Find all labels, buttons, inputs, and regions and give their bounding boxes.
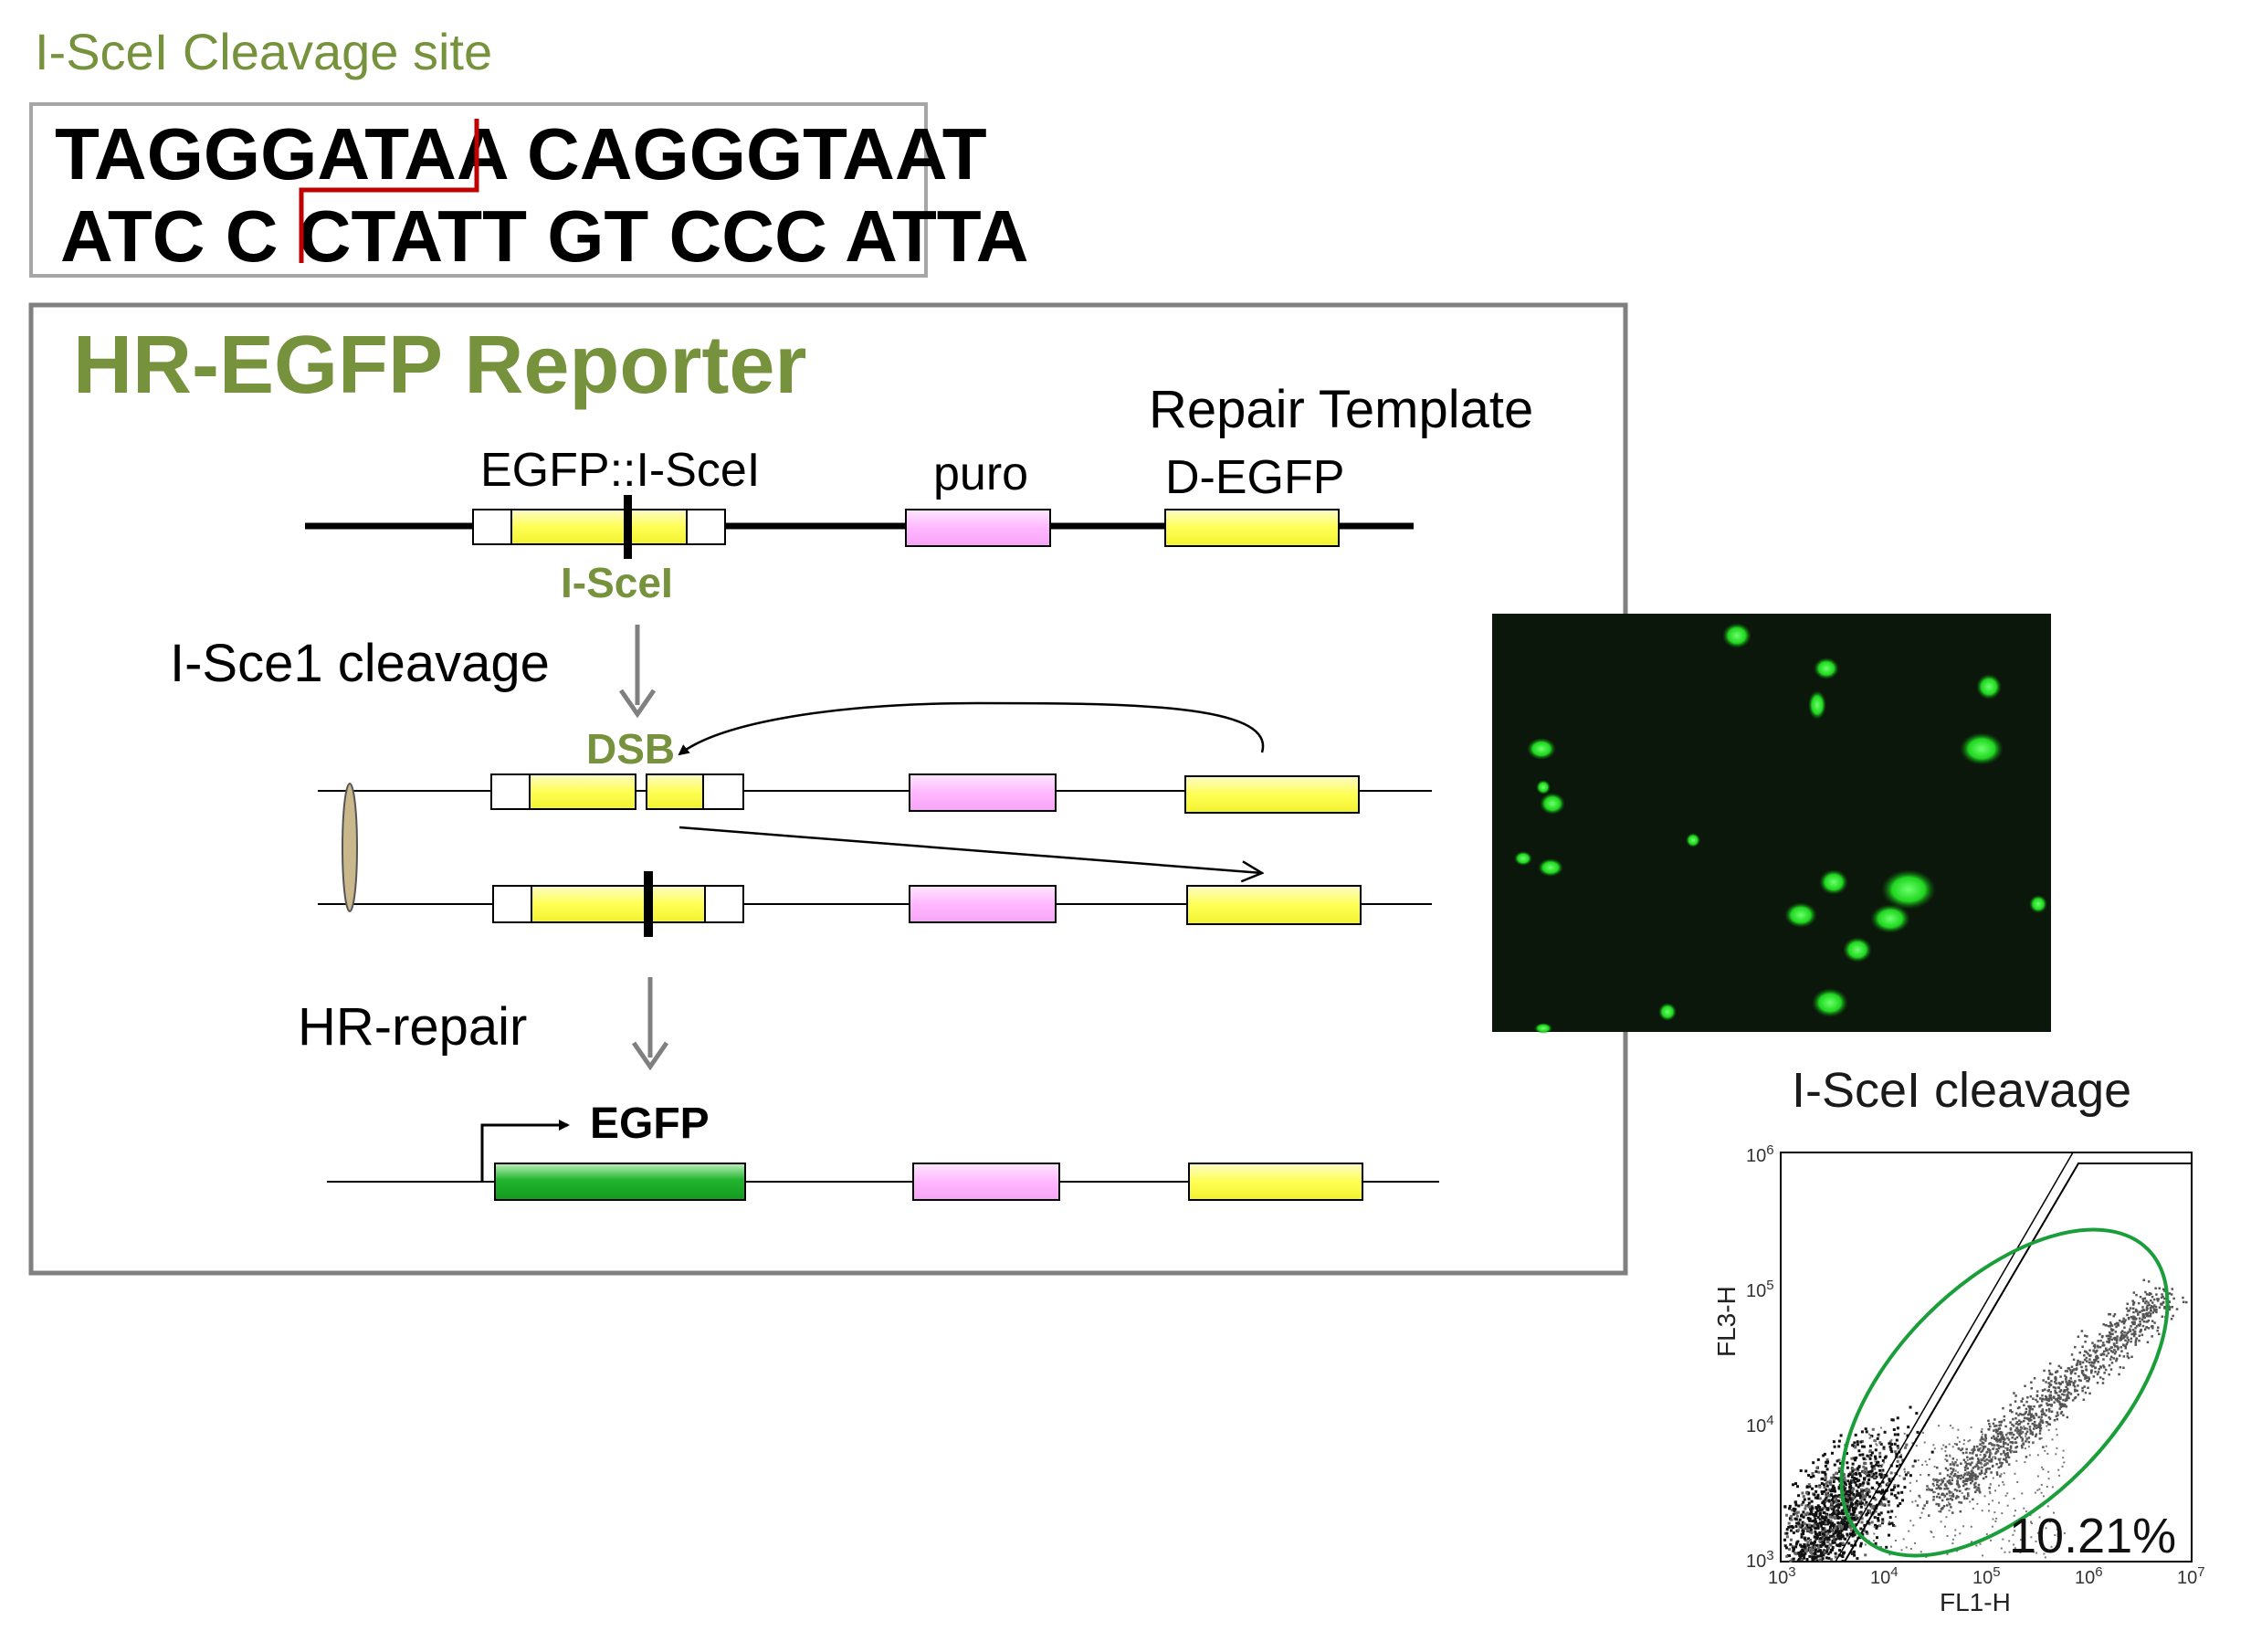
gfp-cell (1658, 1003, 1677, 1021)
gfp-cell (1814, 658, 1839, 679)
egfp-isce-label: EGFP::I-SceI (480, 444, 760, 497)
d-egfp-gene-box-4 (1188, 1163, 1363, 1201)
x-tick-label: 106 (2075, 1564, 2103, 1588)
x-axis-label: FL1-H (1940, 1588, 2011, 1616)
strand-invasion-arrow (678, 701, 1265, 756)
egfp-isce-gene-box (510, 509, 688, 545)
functional-egfp-box (494, 1163, 746, 1201)
gfp-cell (1843, 937, 1872, 963)
repair-template-label: Repair Template (1149, 380, 1533, 439)
repaired-locus (327, 1120, 1439, 1201)
gfp-cell (2029, 895, 2047, 913)
template-copy-arrow (678, 826, 1262, 873)
puro-gene-box-3 (909, 885, 1057, 923)
gfp-cell (1819, 869, 1848, 895)
gate-percent: 10.21% (2009, 1509, 2176, 1563)
puro-gene-box-4 (912, 1163, 1060, 1201)
cleavage-step-label: I-Sce1 cleavage (170, 634, 550, 693)
gfp-cell (1881, 869, 1936, 910)
gfp-cell (1527, 738, 1556, 760)
diagonal-gate (1844, 1163, 2192, 1563)
gfp-cell (1812, 988, 1848, 1017)
x-tick-label: 103 (1768, 1564, 1796, 1588)
sister-chromatid (318, 871, 1432, 937)
x-tick-label: 104 (1870, 1564, 1899, 1588)
y-axis-label: FL3-H (1712, 1286, 1741, 1357)
micrograph-background (1492, 614, 2051, 1032)
d-egfp-gene-box-2 (1184, 775, 1360, 814)
fluorescence-micrograph (1492, 614, 2051, 1034)
d-egfp-gene-box (1164, 509, 1340, 547)
isce-site-marker (624, 495, 632, 559)
cleavage-step-arrow (618, 625, 657, 719)
x-tick-label: 105 (1972, 1564, 2001, 1588)
gfp-cell (1784, 902, 1817, 928)
cohesin-ellipse (342, 783, 358, 912)
gfp-cell (1722, 623, 1751, 648)
gfp-cell (1540, 793, 1565, 815)
gfp-cell (1870, 904, 1910, 933)
d-egfp-label: D-EGFP (1165, 451, 1344, 504)
egfp-label: EGFP (590, 1100, 710, 1148)
dsb-label: DSB (586, 725, 675, 773)
puro-gene-box-2 (909, 773, 1057, 812)
y-tick-label: 104 (1746, 1413, 1774, 1436)
reporter-title: HR-EGFP Reporter (73, 320, 806, 411)
gfp-positive-gate (1839, 1227, 2170, 1558)
gfp-cell (1808, 690, 1826, 720)
gfp-cell (1686, 833, 1700, 847)
facs-title: I-SceI cleavage (1792, 1063, 2131, 1118)
gfp-positive-cells (1514, 623, 2047, 1034)
d-egfp-gene-box-3 (1186, 885, 1362, 925)
bottom-strand-sequence: ATC C CTATT GT CCC ATTA (60, 195, 1029, 277)
y-tick-label: 105 (1746, 1278, 1774, 1301)
sequence-box (29, 102, 928, 278)
x-axis-ticks: 103 104 105 106 107 (1768, 1564, 2205, 1588)
reporter-construct: EGFP::I-SceI puro Repair Template D-EGFP… (305, 380, 1533, 606)
top-strand-sequence: TAGGGATAA CAGGGTAAT (55, 113, 987, 195)
isce-site-label: I-SceI (561, 559, 673, 606)
cleaved-chromatid (318, 773, 1432, 814)
gfp-cell (1536, 780, 1551, 794)
gfp-cell (1534, 1023, 1552, 1034)
isce-site-marker-2 (644, 871, 653, 937)
cleavage-site-title: I-SceI Cleavage site (35, 23, 492, 80)
gfp-cell (1976, 674, 2002, 700)
y-tick-label: 106 (1746, 1142, 1774, 1166)
repair-step-arrow (631, 977, 669, 1071)
puro-label: puro (933, 447, 1028, 500)
puro-gene-box (905, 509, 1051, 547)
reporter-panel (28, 302, 1628, 1276)
gfp-cell (1538, 858, 1563, 877)
staggered-cut-line (299, 119, 479, 263)
gfp-cell (1960, 732, 2004, 765)
hr-repair-label: HR-repair (298, 997, 527, 1057)
promoter-arrow (480, 1120, 570, 1182)
x-tick-label: 107 (2177, 1564, 2205, 1588)
gfp-cell (1514, 851, 1532, 866)
